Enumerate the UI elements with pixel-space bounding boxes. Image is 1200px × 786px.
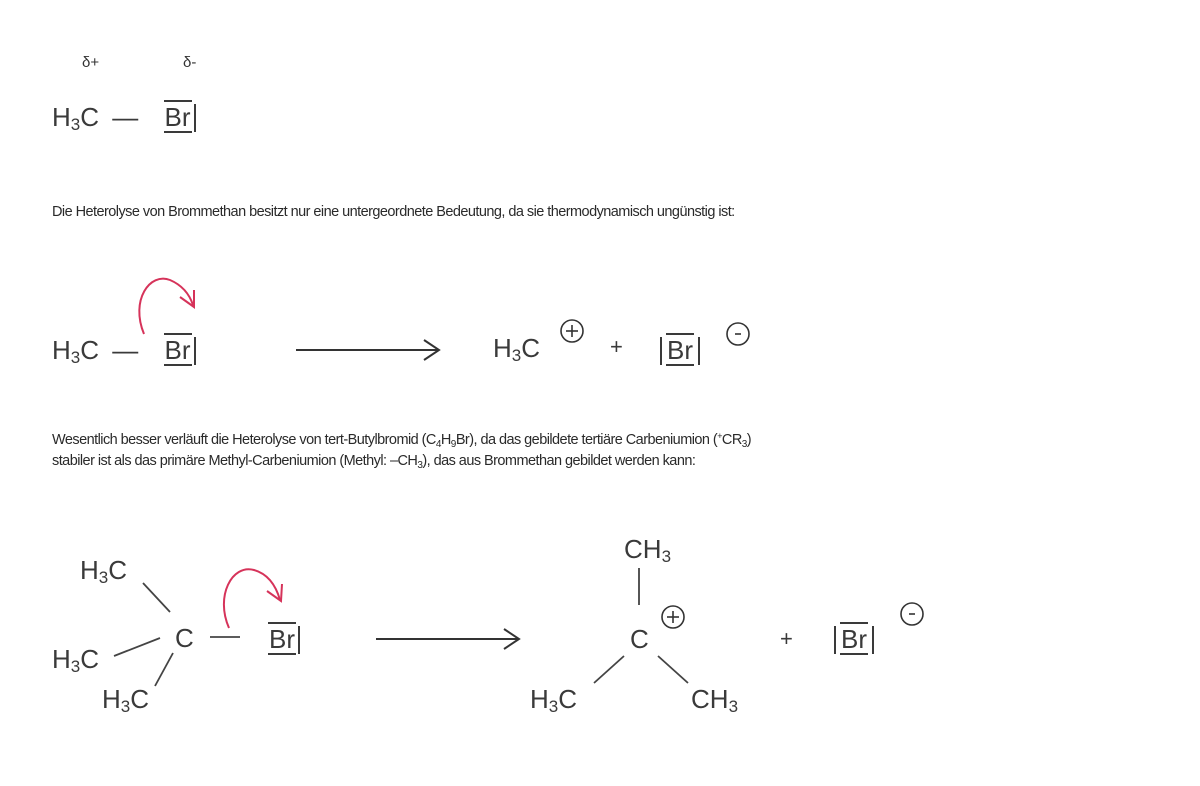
- methyl-group-top: H3C: [80, 555, 128, 587]
- lone-pair-bar: [834, 626, 836, 654]
- lone-pair-bar: [660, 337, 662, 365]
- bromine-group: Br: [268, 622, 300, 655]
- methyl-group-bottom: H3C: [102, 684, 150, 716]
- partial-negative-charge: δ-: [183, 54, 197, 71]
- central-carbon: C: [175, 623, 194, 653]
- bromide-anion: Br: [834, 622, 874, 655]
- negative-charge-icon: [900, 602, 924, 626]
- bromomethane-structure: H3C — Br: [52, 100, 196, 133]
- paragraph-heterolysis-bromomethane: Die Heterolyse von Brommethan besitzt nu…: [52, 204, 735, 220]
- plus-sign: +: [610, 334, 623, 359]
- methyl-group: H3C: [52, 335, 100, 367]
- bromine-atom: Br: [163, 100, 192, 133]
- reaction1-reactant: H3C — Br: [52, 333, 196, 366]
- cation-central-carbon: C: [630, 624, 649, 654]
- lone-pair-bar: [872, 626, 874, 654]
- methyl-cation: H3C: [493, 333, 541, 365]
- negative-charge-icon: [726, 322, 750, 346]
- reaction-arrow-icon: [376, 628, 521, 650]
- bromine-atom: Br: [666, 333, 694, 366]
- single-bond: —: [112, 335, 139, 365]
- lone-pair-bar: [698, 337, 700, 365]
- partial-positive-charge: δ+: [82, 54, 100, 71]
- cation-methyl-top: CH3: [624, 534, 672, 566]
- lone-pair-bar: [193, 104, 196, 132]
- tert-butyl-cation-bonds: [593, 568, 689, 684]
- curved-arrow-icon: [223, 568, 283, 629]
- paragraph-tert-butyl-line1: Wesentlich besser verläuft die Heterolys…: [52, 431, 752, 450]
- cation-methyl-right: CH3: [691, 684, 739, 716]
- single-bond: —: [112, 102, 139, 132]
- lone-pair-bar: [298, 626, 300, 654]
- methyl-group: H3C: [52, 102, 100, 134]
- positive-charge-icon: [661, 605, 685, 629]
- paragraph-tert-butyl-line2: stabiler ist als das primäre Methyl-Carb…: [52, 453, 696, 471]
- bromide-anion: Br: [660, 333, 700, 366]
- tert-butyl-bonds: [113, 582, 240, 687]
- bromine-atom: Br: [268, 622, 296, 655]
- reaction-arrow-icon: [296, 339, 441, 361]
- lone-pair-bar: [193, 337, 196, 365]
- curved-arrow-icon: [138, 277, 195, 335]
- positive-charge-icon: [560, 319, 584, 343]
- bromine-atom: Br: [163, 333, 192, 366]
- plus-sign: +: [780, 626, 793, 651]
- bromine-atom: Br: [840, 622, 868, 655]
- cation-methyl-left: H3C: [530, 684, 578, 716]
- methyl-group-middle: H3C: [52, 644, 100, 676]
